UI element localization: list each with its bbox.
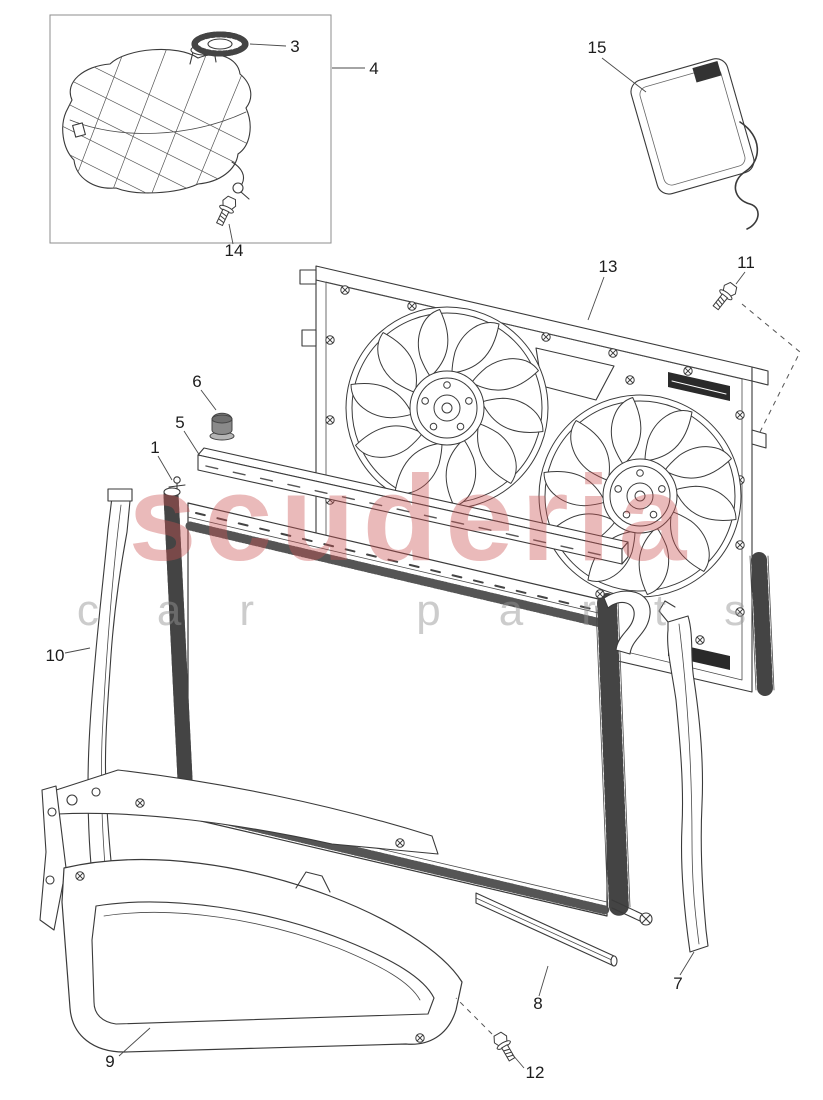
- part-label-5: 5: [175, 413, 184, 432]
- radiator-right-tank: [595, 593, 631, 919]
- radiator-top-elbow: [603, 590, 651, 655]
- cover-bag: [630, 58, 759, 230]
- grommet: [209, 412, 235, 441]
- fan-right: [538, 394, 742, 598]
- part-label-13: 13: [599, 257, 618, 276]
- upper-beam: [197, 447, 629, 565]
- side-bracket-left: [87, 488, 133, 915]
- expansion-tank: [62, 44, 252, 200]
- part-label-7: 7: [673, 974, 682, 993]
- part-label-15: 15: [588, 38, 607, 57]
- part-label-10: 10: [46, 646, 65, 665]
- fan-left: [345, 306, 549, 510]
- part-label-9: 9: [105, 1052, 114, 1071]
- screw-12: [455, 997, 519, 1064]
- part-label-3: 3: [290, 37, 299, 56]
- shroud-slot-top: [668, 372, 730, 401]
- side-bracket-right: [658, 600, 709, 953]
- tank-cap: [191, 31, 249, 57]
- shroud-right-rail: [749, 552, 775, 696]
- leader-lines: [64, 43, 746, 1069]
- part-label-11: 11: [737, 253, 755, 272]
- part-label-6: 6: [192, 372, 201, 391]
- part-label-1: 1: [150, 438, 159, 457]
- air-duct: [39, 769, 463, 1053]
- part-label-4: 4: [369, 59, 378, 78]
- part-label-14: 14: [225, 241, 244, 260]
- radiator-left-tank: [163, 487, 193, 787]
- part-label-12: 12: [526, 1063, 545, 1082]
- bag-cable: [734, 121, 759, 230]
- screw-14: [212, 194, 240, 228]
- part-labels: 3 4 14 15 13 11 6 5 1 10 7 8 9 12: [46, 37, 755, 1082]
- tank-box-outline: [49, 14, 332, 244]
- lower-cross-bar: [475, 892, 618, 967]
- radiator-drain: [611, 899, 653, 926]
- part-label-8: 8: [533, 994, 542, 1013]
